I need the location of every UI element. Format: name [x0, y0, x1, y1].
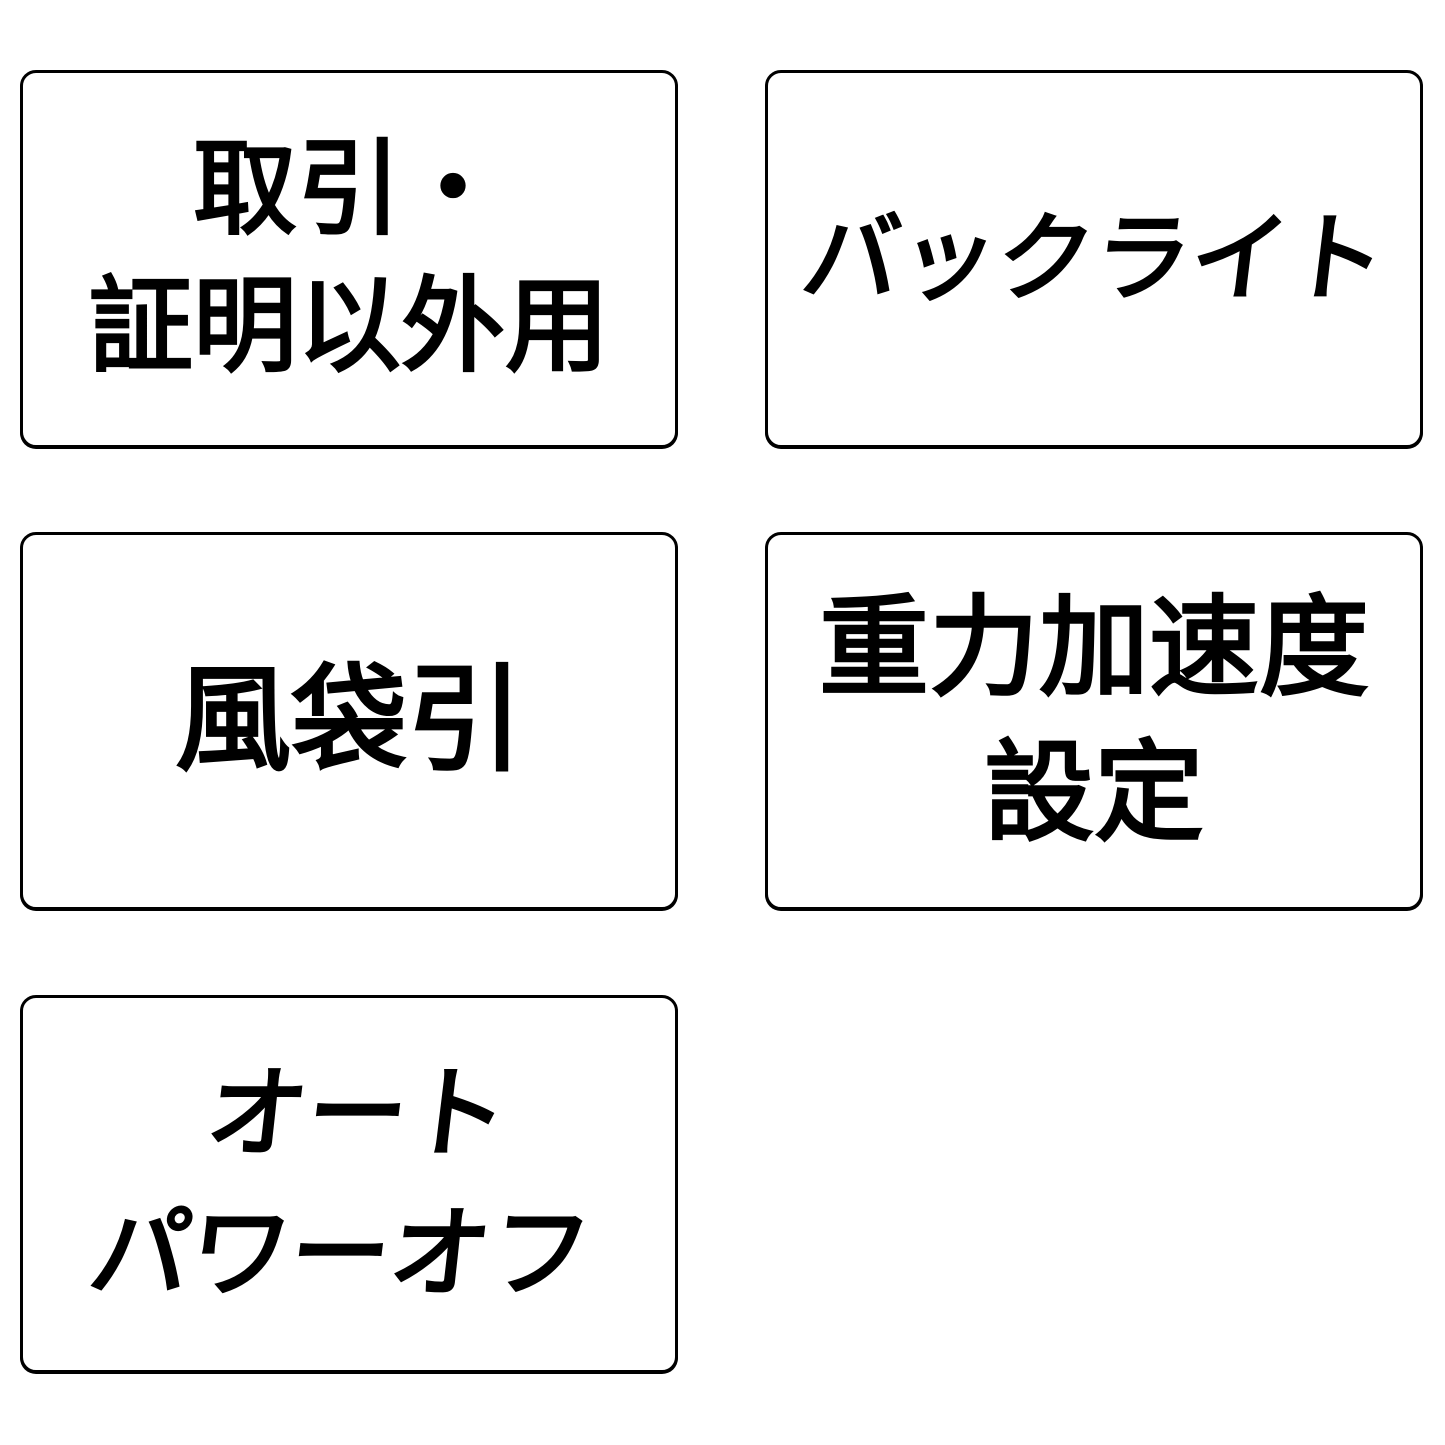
label-line-1: 取引・	[192, 131, 505, 248]
button-label: 取引・ 証明以外用	[89, 122, 609, 397]
button-gravity-acceleration-setting[interactable]: 重力加速度 設定	[765, 532, 1423, 910]
button-label: 風袋引	[175, 657, 523, 785]
label-line-1: オート	[200, 1058, 515, 1170]
button-tare[interactable]: 風袋引	[20, 532, 678, 910]
button-label: 重力加速度 設定	[819, 576, 1369, 866]
button-auto-power-off[interactable]: オート パワーオフ	[20, 995, 678, 1373]
button-label: バックライト	[796, 203, 1392, 313]
label-line-1: 風袋引	[175, 655, 523, 786]
label-line-2: パワーオフ	[83, 1198, 598, 1310]
label-line-2: 証明以外用	[88, 269, 609, 385]
label-line-2: 設定	[984, 732, 1204, 855]
label-line-1: バックライト	[796, 203, 1392, 313]
button-label: オート パワーオフ	[82, 1044, 616, 1324]
button-non-trade-certification-use[interactable]: 取引・ 証明以外用	[20, 70, 678, 448]
button-backlight[interactable]: バックライト	[765, 70, 1423, 448]
label-line-1: 重力加速度	[819, 586, 1369, 710]
